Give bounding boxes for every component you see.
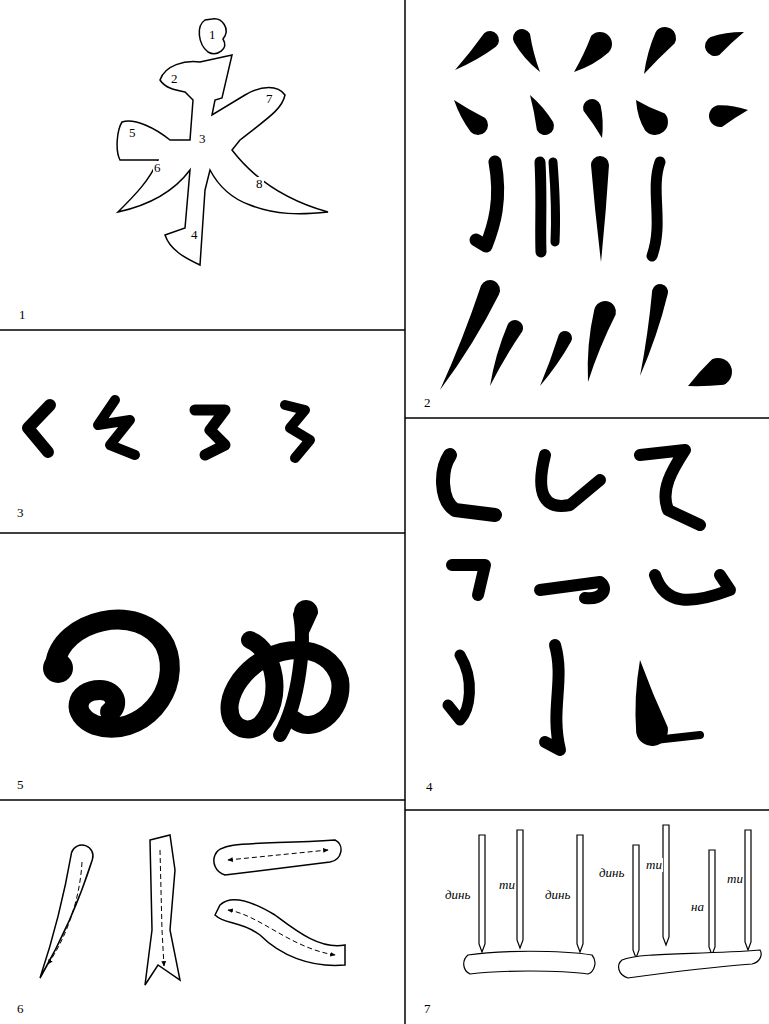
stroke-trace [619,950,762,978]
brush-stroke [588,301,616,382]
brush-stroke [591,156,609,262]
brush-stroke [490,320,523,386]
brush [709,850,715,955]
brush-stroke [541,455,600,506]
yong-character [117,19,328,265]
callout-number: 5 [128,126,137,140]
panel-number: 4 [425,780,434,794]
panel-number: 6 [16,1002,25,1016]
brush-stroke [455,31,499,70]
syllable-label: ти [498,878,516,892]
stroke-outline [145,835,180,985]
direction-arrow [48,862,82,964]
callout-number: 2 [170,72,179,86]
syllable-label: динь [544,888,571,902]
syllable-label: динь [598,866,625,880]
brush-stroke [294,600,318,650]
dot-strokes [440,27,748,390]
callout-number: 8 [255,177,264,191]
brush-stroke [540,582,604,598]
brush-stroke [195,410,225,455]
brush-stroke [553,162,556,242]
brush-stroke [640,450,700,525]
brush-stroke [530,95,554,135]
direction-arrow [228,850,328,860]
stroke-trace [464,951,595,974]
brush-stroke [640,284,668,376]
syllable-label: динь [444,888,471,902]
brush-stroke [545,645,560,750]
stroke-outline [40,845,93,978]
brush-stroke [688,358,732,386]
brush-stroke [448,655,469,720]
brush [517,830,523,948]
brush-stroke [636,100,668,135]
brush-stroke [583,99,603,138]
brush-stroke [635,660,668,746]
callout-number: 3 [198,132,207,146]
brush-stroke [28,405,50,452]
brush-stroke [655,575,730,600]
panel-number: 2 [423,396,432,410]
brush-stroke [98,400,135,455]
callout-number: 1 [208,28,217,42]
callout-number: 7 [265,92,274,106]
brush-stroke [705,32,744,56]
brush-positions [464,825,761,978]
turn-strokes [28,400,310,458]
cursive-signs [43,600,340,735]
brush-stroke [574,32,612,72]
syllable-label: на [690,900,705,914]
direction-arrow [160,850,164,966]
brush [663,825,669,945]
syllable-label: ти [726,872,744,886]
brush [479,835,485,952]
brush-stroke [513,29,540,72]
brush-stroke [476,162,498,246]
panel-number: 1 [18,308,27,322]
panel-number: 3 [16,506,25,520]
brush-stroke [540,162,541,252]
brush [633,845,639,958]
stroke-direction-outlines [40,835,345,985]
brush-stroke [285,405,310,458]
brush-stroke [443,455,495,515]
brush-stroke [709,105,748,127]
hook-strokes [443,450,730,750]
brush-stroke [644,27,676,74]
brush [577,835,583,952]
brush-stroke [55,620,170,728]
callout-number: 6 [153,161,162,175]
stroke-outline [215,900,345,966]
brush-stroke [452,565,485,595]
panel-number: 7 [423,1002,432,1016]
brush-stroke [440,280,500,390]
brush-stroke [540,331,572,386]
brush-stroke [652,162,660,256]
panel-number: 5 [16,778,25,792]
brush-stroke [454,100,488,135]
stroke-outline [214,840,341,875]
syllable-label: ти [645,858,663,872]
callout-number: 4 [190,228,199,242]
brush [745,830,751,950]
brush-stroke [655,735,700,740]
brush-stroke [43,653,73,683]
direction-arrow [228,910,335,955]
